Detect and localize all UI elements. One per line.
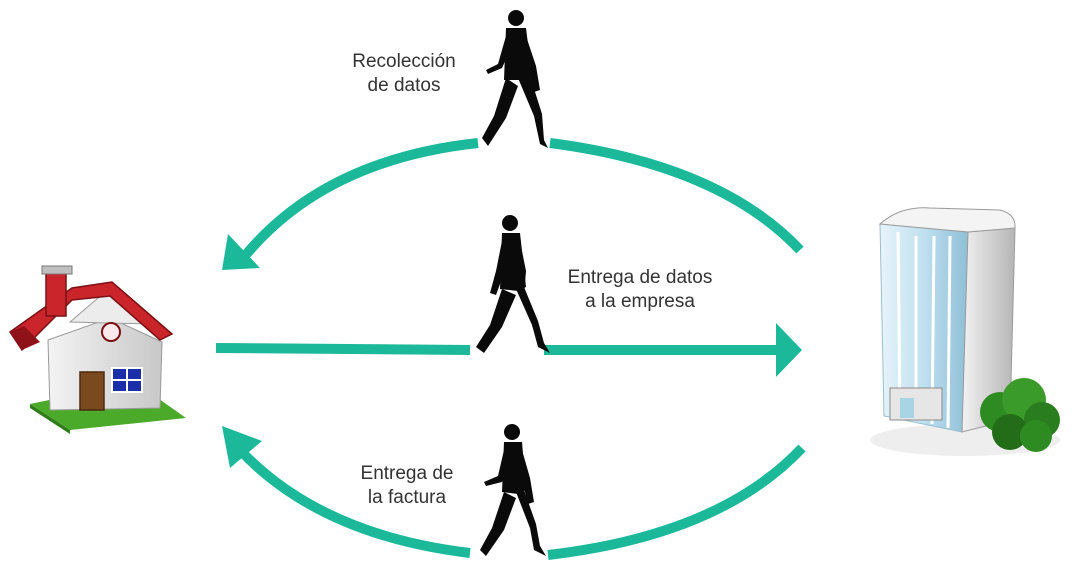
arrow-middle-left-segment [215, 343, 471, 355]
house-icon [8, 265, 186, 434]
step-label-line: Entrega de [360, 463, 454, 484]
step-label-line: la factura [367, 487, 447, 508]
step-label-data-delivery: Entrega de datos a la empresa [555, 266, 725, 314]
house-door [79, 371, 105, 411]
arrow-top-left-segment [236, 138, 479, 266]
building-entrance [889, 387, 943, 421]
step-label-line: Recolección [352, 51, 456, 72]
walking-person-icon-bottom [480, 424, 546, 556]
arrowhead-middle [776, 323, 802, 377]
step-label-invoice-delivery: Entrega de la factura [352, 462, 462, 510]
arrow-bottom-left-segment [236, 446, 471, 558]
walking-person-icon-middle [476, 215, 550, 353]
house-round-window [101, 322, 121, 342]
bush-icon [980, 378, 1060, 452]
arrow-bottom-right-segment [547, 444, 806, 560]
walking-person-icon-top [482, 10, 548, 148]
arrow-to-house-top [222, 138, 804, 270]
step-label-line: Entrega de datos [567, 267, 713, 288]
arrowhead-bottom [222, 426, 262, 468]
house-chimney [45, 271, 67, 317]
building-top [878, 207, 1016, 233]
arrow-to-building-middle [215, 323, 802, 377]
step-label-line: de datos [367, 75, 441, 96]
step-label-data-collection: Recolección de datos [342, 50, 466, 98]
office-building-icon [870, 207, 1060, 456]
step-label-line: a la empresa [585, 291, 695, 312]
arrow-to-house-bottom [222, 426, 806, 560]
house-roof [8, 281, 174, 352]
arrow-top-right-segment [549, 138, 804, 254]
arrowhead-top [222, 234, 260, 270]
